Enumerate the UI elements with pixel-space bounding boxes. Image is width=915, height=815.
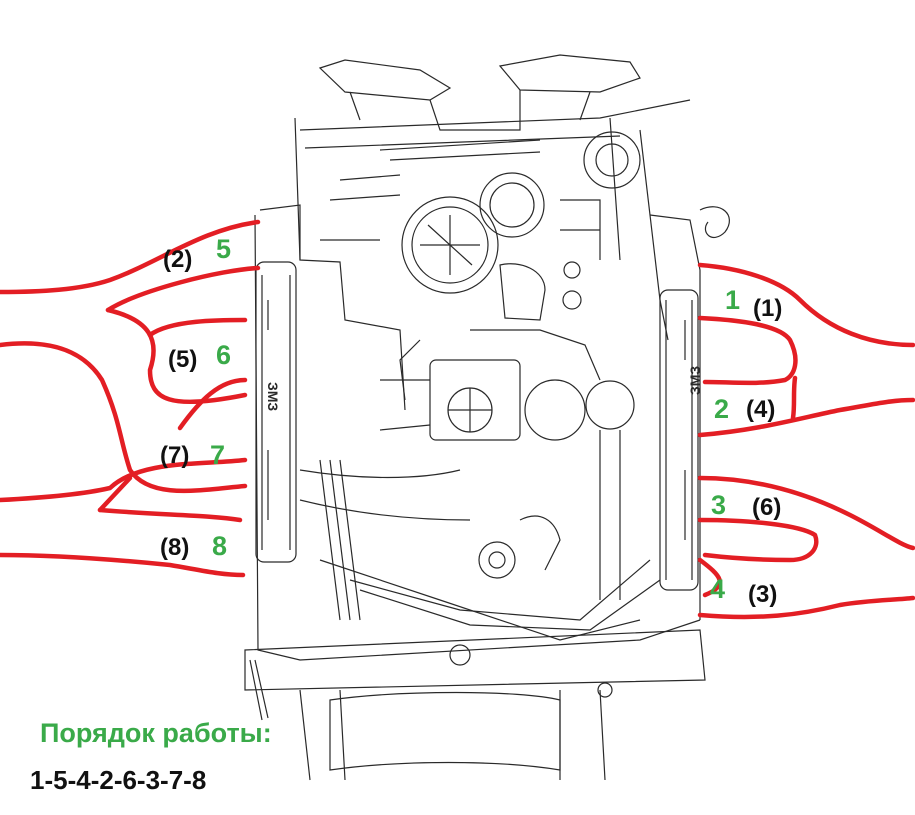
wire-left-10 [97, 475, 133, 513]
cylinder-label-left-3: 7 [210, 440, 226, 470]
plug-label-left-4: (8) [160, 534, 190, 561]
plug-label-left-1: (2) [163, 246, 193, 273]
wire-right-8 [697, 557, 723, 598]
wire-right-5 [697, 475, 915, 551]
cylinder-label-left-4: 8 [212, 531, 228, 561]
wire-right-4 [790, 375, 798, 421]
plug-label-right-2: (4) [746, 396, 776, 423]
wire-left-8 [97, 507, 243, 523]
engine-front-view-line-drawing-icon [244, 54, 730, 781]
wire-right-7 [697, 595, 915, 620]
cylinder-label-right-3: 3 [711, 490, 727, 520]
cylinder-label-right-2: 2 [714, 394, 730, 424]
wire-right-6 [697, 517, 819, 563]
wire-left-2 [0, 341, 248, 494]
wire-right-2 [697, 315, 798, 386]
cylinder-label-right-1: 1 [725, 285, 741, 315]
wire-right-1 [697, 262, 915, 348]
casting-mark: ЗМЗ ЗМЗ [265, 366, 703, 412]
cylinder-label-right-4: 4 [710, 574, 726, 604]
wire-left-3 [105, 265, 261, 313]
wire-left-6 [177, 377, 248, 431]
svg-text:ЗМЗ: ЗМЗ [687, 366, 703, 395]
plug-label-right-4: (3) [748, 581, 778, 608]
wire-left-4 [105, 307, 248, 405]
cylinder-label-left-2: 6 [216, 340, 232, 370]
wire-left-7 [0, 457, 248, 503]
plug-label-right-1: (1) [753, 295, 783, 322]
cylinder-label-left-1: 5 [216, 234, 232, 264]
firing-order-sequence: 1-5-4-2-6-3-7-8 [30, 765, 207, 795]
wire-left-9 [0, 552, 246, 578]
plug-label-left-2: (5) [168, 346, 198, 373]
plug-label-right-3: (6) [752, 494, 782, 521]
firing-order-title: Порядок работы: [40, 718, 272, 748]
wire-left-5 [147, 317, 248, 338]
plug-label-left-3: (7) [160, 442, 190, 469]
ignition-wires [0, 219, 915, 620]
wire-left-1 [0, 219, 261, 295]
svg-text:ЗМЗ: ЗМЗ [265, 382, 281, 411]
wire-right-3 [697, 397, 915, 438]
